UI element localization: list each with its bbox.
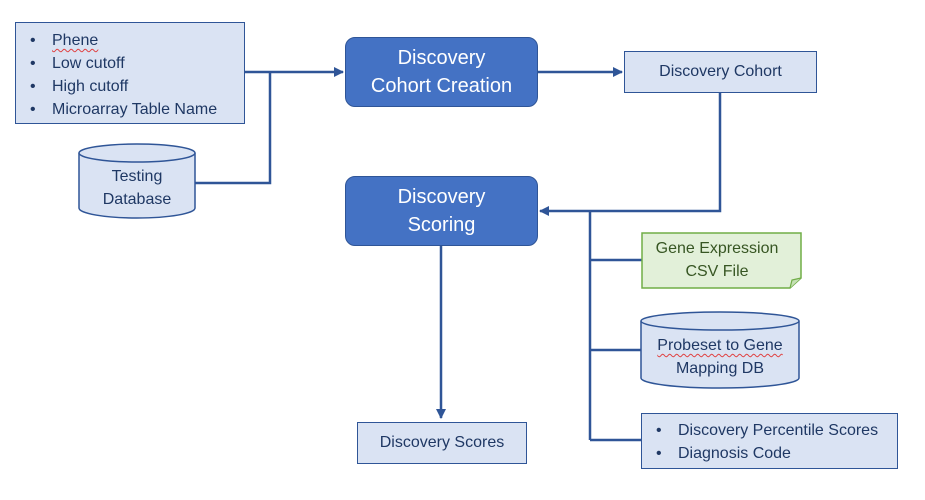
testing-database: Testing Database xyxy=(78,143,196,219)
inputs-item: Phene xyxy=(24,29,244,52)
cylinder-shape xyxy=(640,311,800,389)
scoring-process: Discovery Scoring xyxy=(345,176,538,246)
edge-db-to-creation xyxy=(195,72,272,185)
outputs-item: Diagnosis Code xyxy=(650,442,897,465)
inputs-box: Phene Low cutoff High cutoff Microarray … xyxy=(15,22,245,124)
probeset-label: Probeset to Gene Mapping DB xyxy=(657,337,783,377)
outputs-box: Discovery Percentile Scores Diagnosis Co… xyxy=(641,413,898,469)
probeset-mapping-db: Probeset to Gene Mapping DB xyxy=(640,311,800,389)
cohort-creation-process: Discovery Cohort Creation xyxy=(345,37,538,107)
gene-expression-label: Gene Expression CSV File xyxy=(655,240,779,280)
discovery-cohort-box: Discovery Cohort xyxy=(624,51,817,93)
edge-cohort-to-scoring xyxy=(539,93,722,216)
inputs-item: High cutoff xyxy=(24,75,244,98)
document-shape xyxy=(641,232,802,289)
cylinder-shape xyxy=(78,143,196,219)
inputs-item: Low cutoff xyxy=(24,52,244,75)
gene-expression-file: Gene Expression CSV File xyxy=(641,232,802,289)
outputs-item: Discovery Percentile Scores xyxy=(650,419,897,442)
discovery-scores-box: Discovery Scores xyxy=(357,422,527,464)
inputs-item: Microarray Table Name xyxy=(24,98,244,121)
testing-database-label: Testing Database xyxy=(102,168,172,208)
